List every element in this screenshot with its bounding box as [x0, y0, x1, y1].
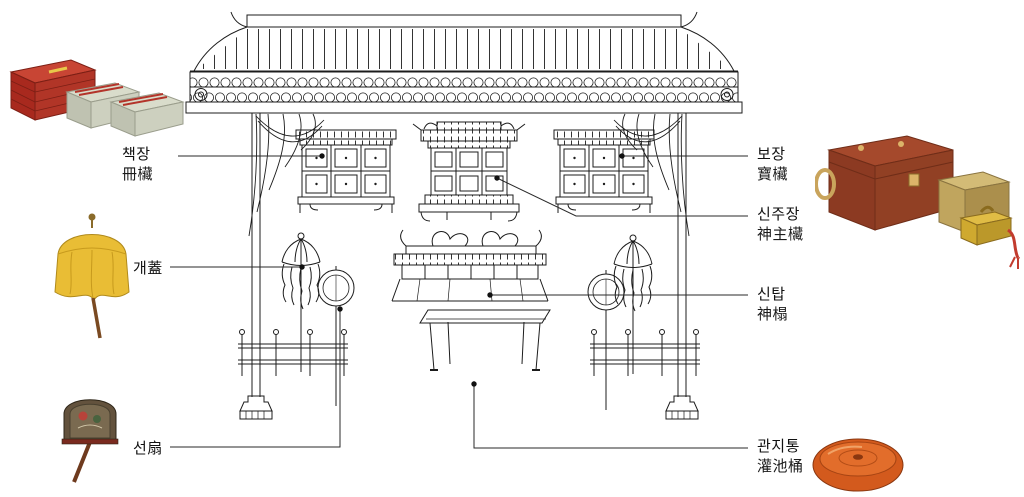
books-photo: [9, 59, 185, 137]
label-bojang-hanja: 寶欌: [757, 166, 789, 183]
bucket-photo: [812, 438, 904, 492]
label-sintap: 신탑 神榻: [757, 285, 788, 325]
label-sinjujang: 신주장 神主欌: [757, 205, 804, 245]
spirit-tablet-cabinet-drawing: [412, 121, 526, 222]
label-sintap-korean: 신탑: [757, 286, 786, 303]
label-chaekjang: 책장 冊欌: [122, 145, 153, 185]
label-sinjujang-korean: 신주장: [757, 206, 800, 223]
connector-lines: [170, 153, 748, 449]
canopy-drawing-right: [613, 234, 653, 375]
column-base-left: [239, 395, 273, 420]
columns: [239, 113, 699, 420]
label-sinjujang-hanja: 神主欌: [757, 226, 804, 243]
label-seon: 선扇: [133, 439, 163, 459]
low-table-drawing: [419, 309, 551, 371]
canopy-drawing-left: [281, 232, 321, 373]
label-gwanjitong-hanja: 灌池桶: [757, 458, 804, 475]
fan-drawing-right: [587, 269, 625, 411]
fan-drawing-left: [317, 265, 355, 407]
treasure-cabinet-drawing: [553, 129, 655, 214]
label-chaekjang-hanja: 冊欌: [122, 166, 154, 183]
spirit-couch-drawing: [391, 229, 549, 302]
label-sintap-hanja: 神榻: [757, 306, 789, 323]
label-bojang: 보장 寶欌: [757, 145, 788, 185]
label-gae-korean: 개蓋: [133, 260, 163, 277]
fan-photo: [61, 399, 119, 483]
treasure-photo: [815, 135, 1020, 269]
label-gwanjitong: 관지통 灌池桶: [757, 437, 804, 477]
label-gae: 개蓋: [133, 259, 163, 279]
label-chaekjang-korean: 책장: [122, 146, 151, 163]
railing-left: [237, 329, 349, 377]
canopy-photo: [54, 213, 130, 339]
label-gwanjitong-korean: 관지통: [757, 438, 800, 455]
label-seon-korean: 선扇: [133, 440, 163, 457]
roof: [185, 11, 743, 114]
book-cabinet-drawing: [295, 129, 397, 214]
label-bojang-korean: 보장: [757, 146, 786, 163]
column-base-right: [665, 395, 699, 420]
